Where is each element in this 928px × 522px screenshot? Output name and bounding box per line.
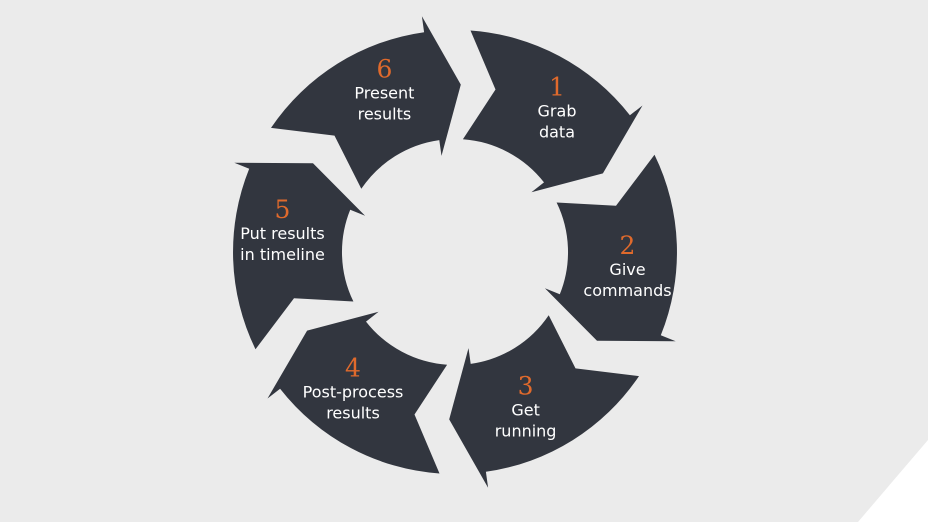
cycle-arrow-2 bbox=[544, 154, 677, 342]
step-label-line: Get bbox=[511, 401, 540, 420]
cycle-arrow-4 bbox=[267, 311, 448, 474]
step-number: 6 bbox=[376, 55, 392, 84]
step-label-line: commands bbox=[583, 281, 671, 300]
cycle-arrow-3 bbox=[449, 315, 639, 488]
step-label-line: Give bbox=[609, 260, 645, 279]
step-number: 5 bbox=[275, 195, 291, 224]
step-number: 4 bbox=[345, 353, 361, 382]
cycle-arrow-5 bbox=[233, 162, 366, 350]
step-label-line: in timeline bbox=[240, 245, 325, 264]
step-label-line: running bbox=[495, 422, 557, 441]
step-label-line: Grab bbox=[538, 102, 577, 121]
cycle-arrow-1 bbox=[462, 30, 643, 193]
cycle-arrow-6 bbox=[271, 16, 461, 189]
step-label-line: Put results bbox=[240, 224, 324, 243]
step-label-line: Post-process bbox=[303, 382, 404, 401]
step-label-line: results bbox=[326, 403, 380, 422]
cycle-ring bbox=[233, 16, 677, 488]
step-number: 2 bbox=[620, 231, 636, 260]
step-label-line: data bbox=[539, 123, 575, 142]
corner-triangle bbox=[858, 440, 928, 522]
step-label-line: results bbox=[358, 105, 412, 124]
step-number: 1 bbox=[549, 73, 565, 102]
step-number: 3 bbox=[518, 372, 534, 401]
step-label-line: Present bbox=[354, 84, 414, 103]
